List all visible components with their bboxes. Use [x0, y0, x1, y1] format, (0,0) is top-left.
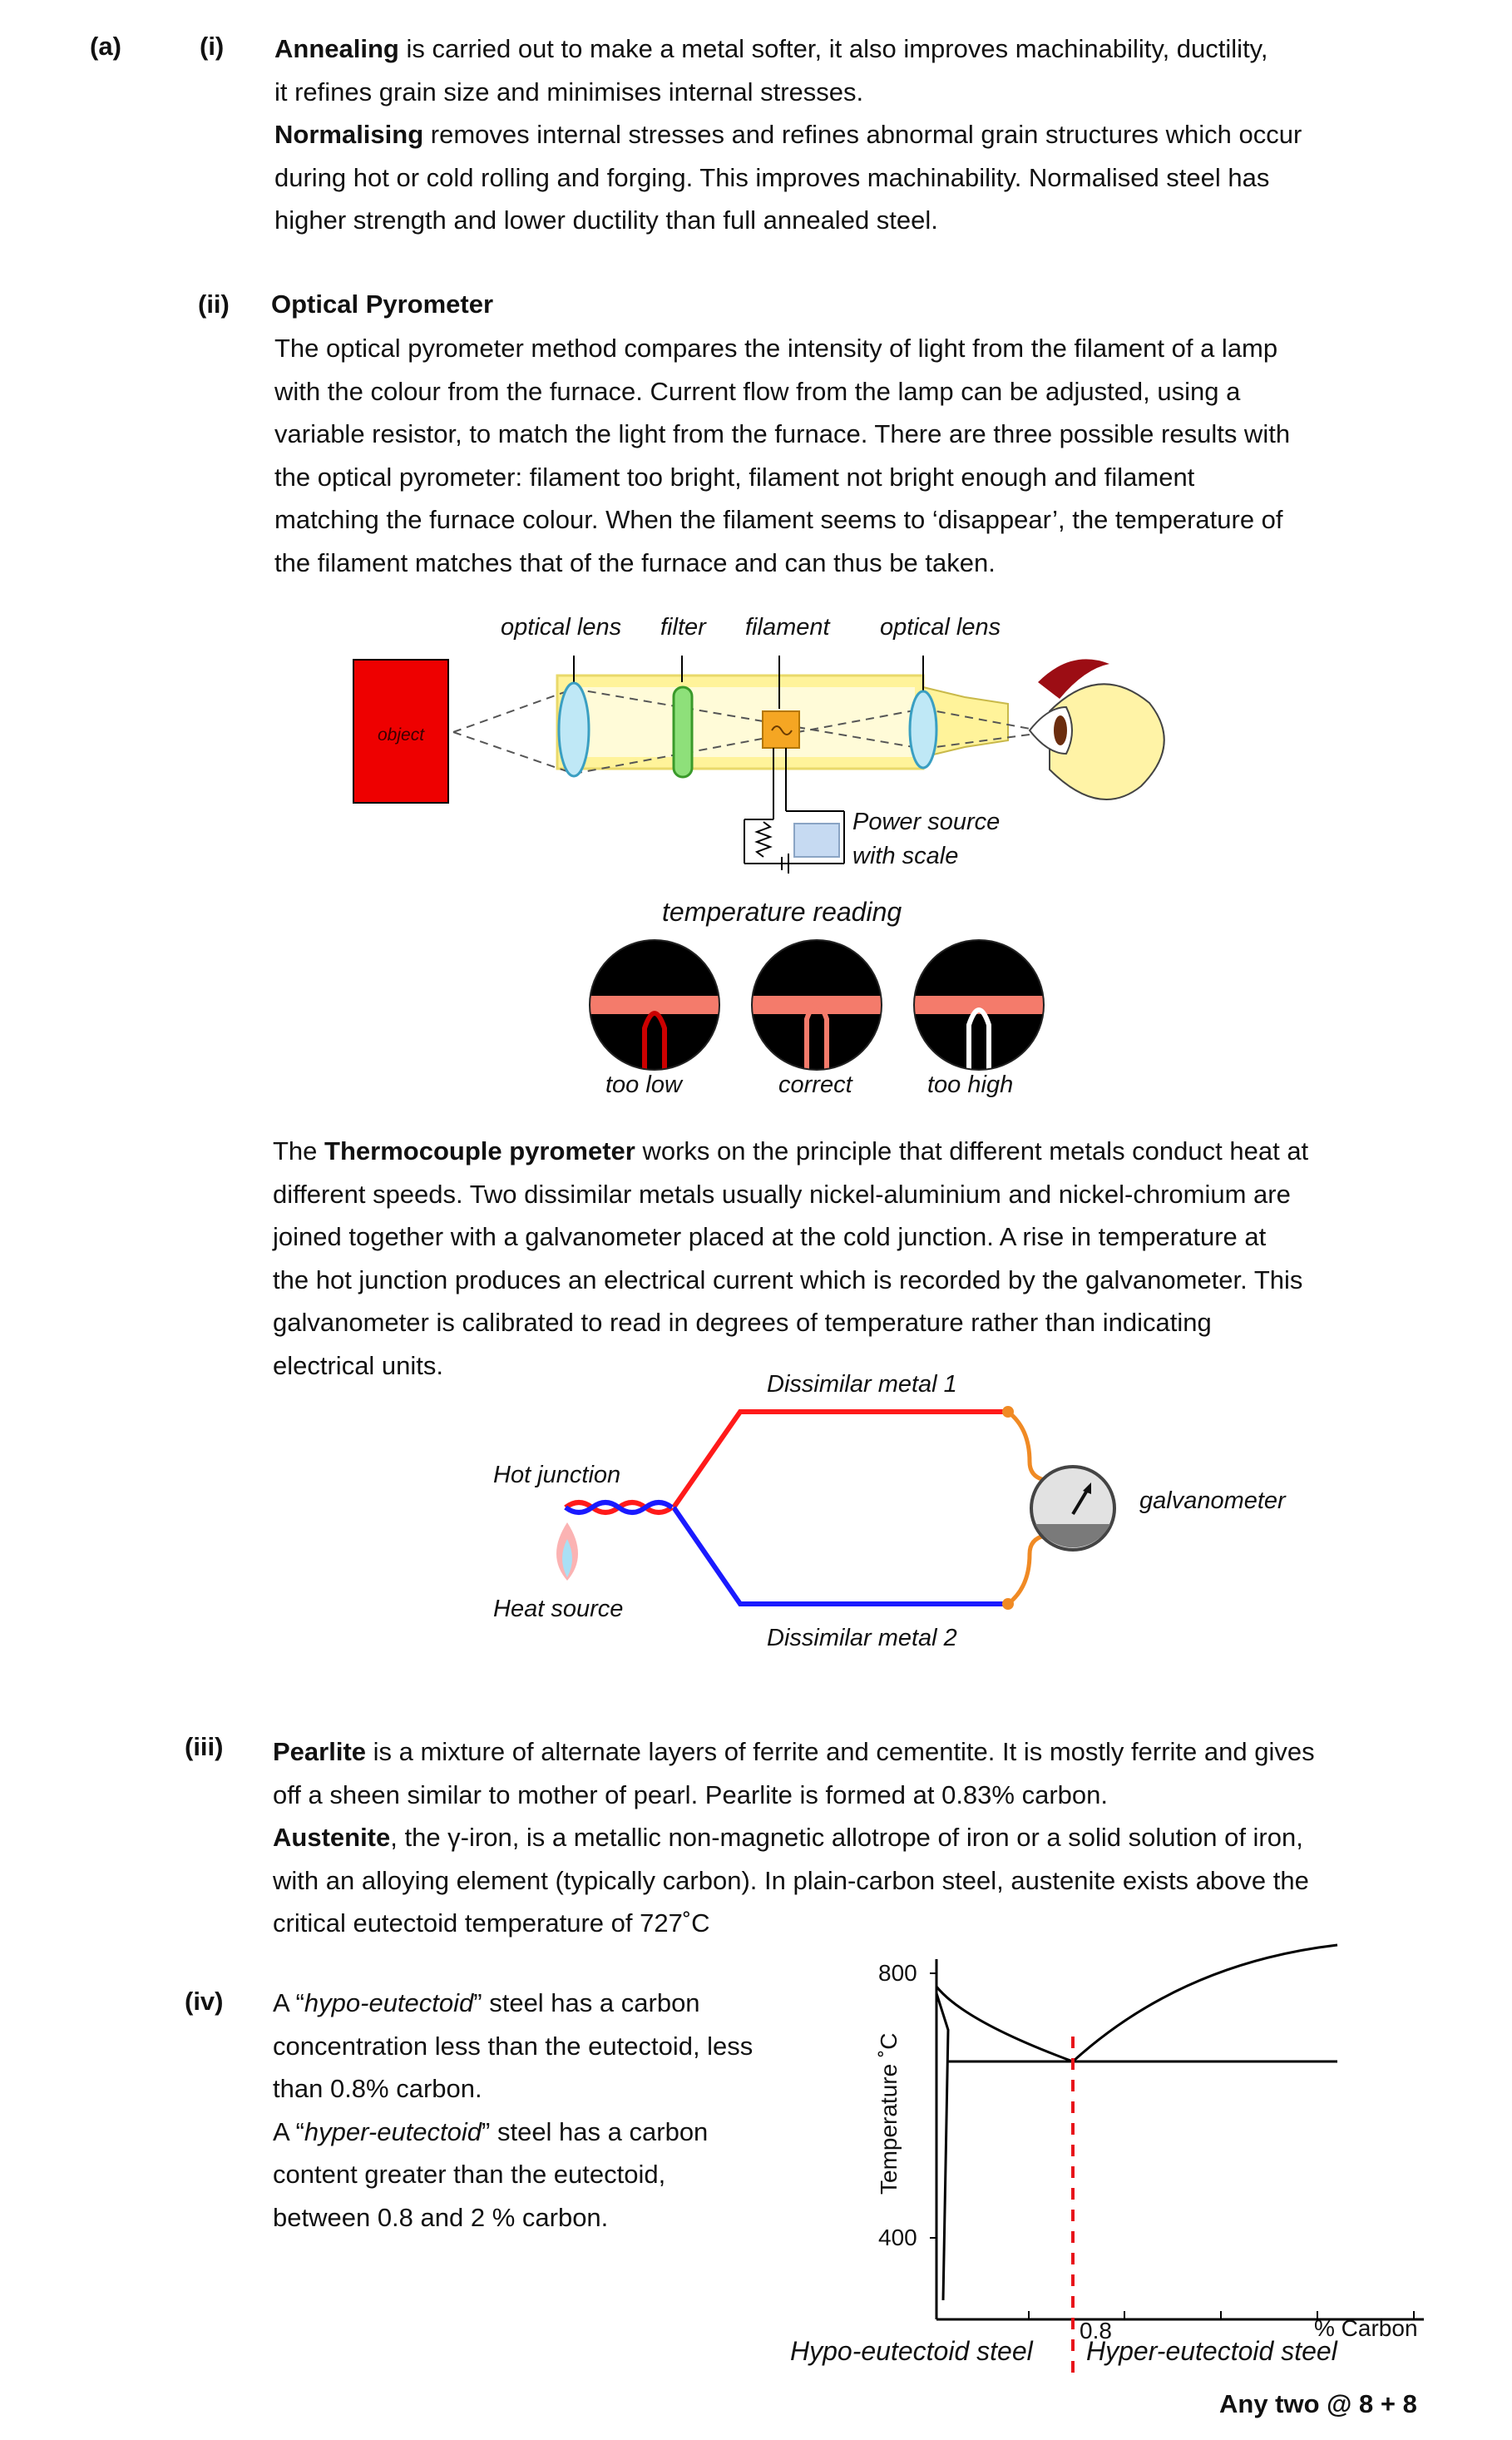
- label-iii: (iii): [185, 1732, 224, 1761]
- pearlite-term: Pearlite: [273, 1737, 367, 1766]
- section-iv-text: A “hypo-eutectoid” steel has a carbon co…: [273, 1982, 822, 2239]
- austenite-text-3: critical eutectoid temperature of 727˚C: [273, 1908, 710, 1938]
- optical-pyrometer-heading: Optical Pyrometer: [271, 290, 494, 319]
- annealing-text-2: it refines grain size and minimises inte…: [274, 77, 864, 106]
- ferrite-boundary-line: [935, 1992, 950, 2301]
- label-too-high: too high: [927, 1072, 1014, 1098]
- label-optical-lens-left: optical lens: [501, 614, 622, 641]
- section-iii-text: Pearlite is a mixture of alternate layer…: [273, 1730, 1487, 1945]
- optical-lens-left: [557, 681, 590, 778]
- eyepiece: [922, 685, 1009, 759]
- austenite-text-1: , the γ-iron, is a metallic non-magnetic…: [390, 1823, 1303, 1852]
- label-iv: (iv): [185, 1987, 224, 2016]
- optical-line: variable resistor, to match the light fr…: [274, 419, 1291, 448]
- hypo-line-3: than 0.8% carbon.: [273, 2074, 482, 2103]
- reading-too-low: [590, 940, 719, 1070]
- austenite-text-2: with an alloying element (typically carb…: [273, 1865, 1309, 1895]
- hyper-term: hyper-eutectoid: [304, 2116, 482, 2146]
- thermo-line: electrical units.: [273, 1350, 444, 1380]
- hypo-suffix: ” steel has a carbon: [473, 1988, 700, 2017]
- reading-correct: [752, 940, 882, 1070]
- graph-y-label: Temperature ˚C: [876, 2032, 902, 2195]
- graph-x-label: % Carbon: [1314, 2315, 1418, 2341]
- label-too-low: too low: [605, 1072, 682, 1098]
- label-dissimilar-metal-1: Dissimilar metal 1: [767, 1371, 957, 1398]
- a3-line: [935, 1986, 1074, 2063]
- hyper-line-3: between 0.8 and 2 % carbon.: [273, 2202, 609, 2232]
- thermocouple-term: Thermocouple pyrometer: [324, 1136, 635, 1166]
- label-i: (i): [200, 32, 225, 61]
- thermo-line: joined together with a galvanometer plac…: [273, 1222, 1267, 1251]
- optical-line: with the colour from the furnace. Curren…: [274, 376, 1241, 406]
- normalising-text-1: removes internal stresses and refines ab…: [423, 120, 1302, 149]
- hypo-prefix: A “: [273, 1988, 304, 2017]
- section-i-text: Annealing is carried out to make a metal…: [274, 27, 1455, 242]
- optical-line: the optical pyrometer: filament too brig…: [274, 462, 1195, 492]
- label-dissimilar-metal-2: Dissimilar metal 2: [767, 1625, 957, 1651]
- hypo-line-2: concentration less than the eutectoid, l…: [273, 2031, 754, 2061]
- thermo-line: galvanometer is calibrated to read in de…: [273, 1308, 1212, 1337]
- label-correct: correct: [778, 1072, 852, 1098]
- label-optical-lens-right: optical lens: [880, 614, 1001, 641]
- label-hyper-eutectoid: Hyper-eutectoid steel: [1086, 2336, 1337, 2366]
- hyper-prefix: A “: [273, 2116, 304, 2146]
- label-power-source: Power source: [852, 809, 1001, 835]
- label-filter: filter: [660, 614, 706, 641]
- label-temperature-reading: temperature reading: [662, 897, 902, 927]
- optical-line: The optical pyrometer method compares th…: [274, 334, 1278, 363]
- annealing-term: Annealing: [274, 34, 399, 63]
- thermo-line: different speeds. Two dissimilar metals …: [273, 1179, 1291, 1209]
- filter: [672, 685, 694, 779]
- label-ii: (ii): [198, 290, 230, 319]
- thermocouple-text: The Thermocouple pyrometer works on the …: [273, 1130, 1487, 1387]
- pearlite-text-1: is a mixture of alternate layers of ferr…: [366, 1737, 1315, 1766]
- hyper-suffix: ” steel has a carbon: [482, 2116, 709, 2146]
- acm-line: [1071, 1943, 1338, 2063]
- dissimilar-metal-1-wire: [671, 1409, 1008, 1509]
- eye-icon: [1028, 659, 1165, 800]
- graph-label-400: 400: [878, 2225, 917, 2250]
- optical-line: the filament matches that of the furnace…: [274, 547, 996, 577]
- thermo-text-1: works on the principle that different me…: [635, 1136, 1309, 1166]
- power-source-scale: [793, 823, 840, 858]
- normalising-text-3: higher strength and lower ductility than…: [274, 205, 938, 235]
- label-heat-source: Heat source: [493, 1596, 624, 1622]
- hypo-term: hypo-eutectoid: [304, 1988, 474, 2017]
- optical-lens-right: [908, 690, 938, 770]
- hyper-line-2: content greater than the eutectoid,: [273, 2160, 666, 2189]
- dissimilar-metal-2-wire: [671, 1506, 1008, 1606]
- optical-line: matching the furnace colour. When the fi…: [274, 505, 1283, 534]
- label-hot-junction: Hot junction: [493, 1462, 621, 1488]
- galvanometer-lead-bottom: [1006, 1533, 1045, 1606]
- optical-pyrometer-text: The optical pyrometer method compares th…: [274, 327, 1472, 584]
- graph-label-0-8: 0.8: [1080, 2318, 1112, 2343]
- normalising-text-2: during hot or cold rolling and forging. …: [274, 162, 1270, 192]
- thermo-intro: The: [273, 1136, 325, 1166]
- annealing-text-1: is carried out to make a metal softer, i…: [398, 34, 1268, 63]
- marks-footer: Any two @ 8 + 8: [1219, 2389, 1417, 2418]
- label-power-scale: with scale: [852, 843, 959, 869]
- label-a: (a): [90, 32, 121, 61]
- flame-icon: [556, 1522, 578, 1581]
- filament: [762, 710, 800, 749]
- label-object: object: [378, 725, 425, 745]
- pyrometer-tube: [556, 674, 925, 770]
- label-filament: filament: [745, 614, 830, 641]
- galvanometer-icon: [1030, 1465, 1116, 1552]
- galvanometer-lead-top: [1006, 1410, 1045, 1482]
- normalising-term: Normalising: [274, 120, 424, 149]
- austenite-term: Austenite: [273, 1823, 391, 1852]
- thermo-line: the hot junction produces an electrical …: [273, 1265, 1303, 1294]
- pearlite-text-2: off a sheen similar to mother of pearl. …: [273, 1779, 1108, 1809]
- label-galvanometer: galvanometer: [1139, 1487, 1286, 1514]
- label-hypo-eutectoid: Hypo-eutectoid steel: [790, 2336, 1033, 2366]
- graph-label-800: 800: [878, 1960, 917, 1986]
- reading-too-high: [914, 940, 1044, 1070]
